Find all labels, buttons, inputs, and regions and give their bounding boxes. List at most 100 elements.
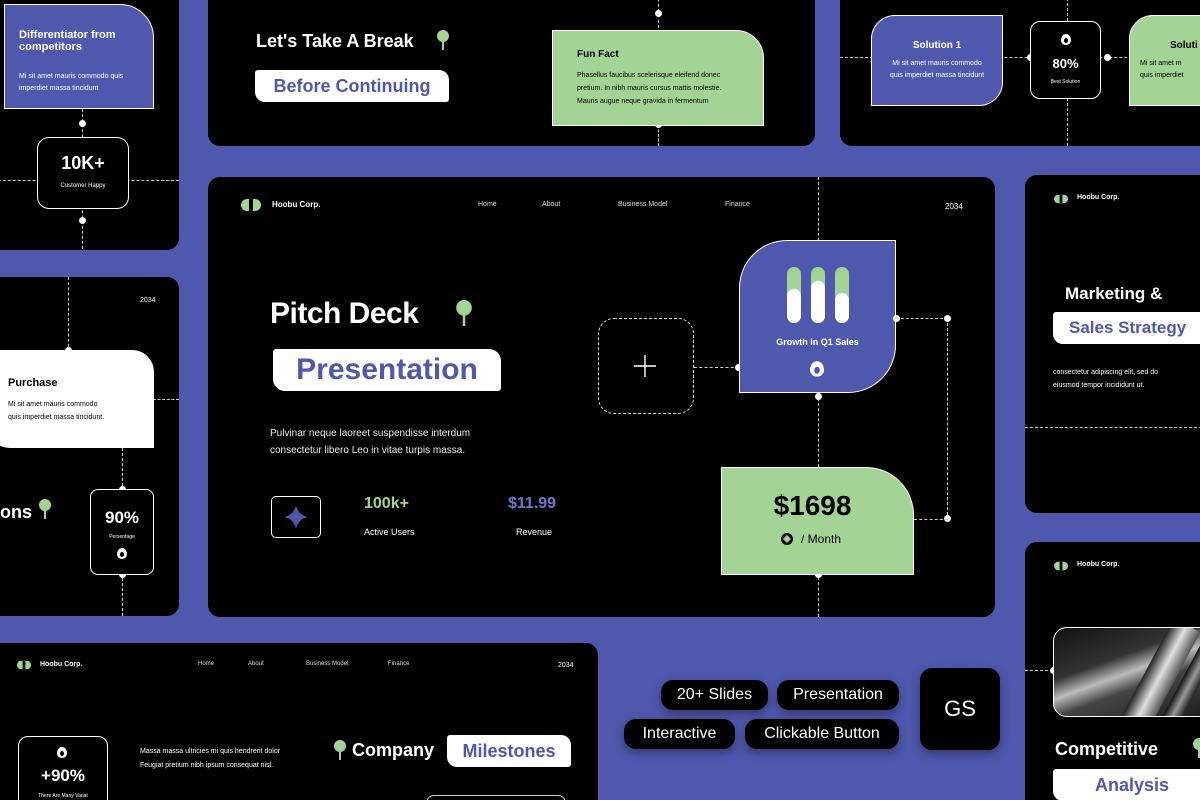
differentiator-card: Differentiator from competitors Mi sit a…	[4, 4, 154, 109]
pin-icon	[334, 740, 346, 760]
nav-finance[interactable]: Finance	[388, 661, 410, 667]
growth-label: Growth in Q1 Sales	[776, 337, 859, 347]
price-card: $1698 / Month	[721, 467, 914, 575]
main-desc-line-2: consectetur libero Leo in vitae turpis m…	[270, 445, 466, 456]
revenue-value: $11.99	[508, 495, 557, 512]
milestones-line-2: Feugiat pretium nibh ipsum consequat nis…	[140, 762, 274, 769]
competitive-highlight: Analysis	[1053, 769, 1200, 800]
purchase-title: Purchase	[8, 377, 58, 389]
marketing-line-1: consectetur adipiscing elit, sed do	[1053, 369, 1159, 376]
slide-milestones: Hoobu Corp. Home About Business Model Fi…	[0, 643, 598, 800]
competitive-title: Competitive	[1055, 739, 1159, 759]
purchase-line-1: Mi sit amet mauris commodo	[8, 401, 98, 408]
customer-happy-label: Customer Happy	[60, 183, 106, 189]
revenue-label: Revenue	[516, 527, 553, 537]
add-placeholder-box[interactable]	[598, 318, 694, 414]
flame-icon	[1061, 32, 1071, 45]
brand-logo-icon	[17, 660, 31, 670]
users-value: 100k+	[364, 495, 409, 512]
brand-logo-icon	[1054, 194, 1068, 204]
title-highlight: Presentation	[273, 349, 501, 391]
purchase-line-2: quis imperdiet massa tincidunt.	[8, 414, 105, 421]
differentiator-title-1: Differentiator from	[19, 29, 116, 41]
users-label: Active Users	[364, 527, 415, 537]
fun-fact-line-3: Mauris augue neque gravida in fermentum	[577, 98, 709, 105]
best-solution-value: 80%	[1052, 56, 1079, 71]
solution-1-line-1: Mi sit amet mauris commodo	[892, 60, 982, 67]
pin-icon	[1193, 738, 1200, 758]
fun-fact-card: Fun Fact Phasellus faucibus scelerisque …	[552, 30, 764, 126]
tag-interactive: Interactive	[624, 719, 735, 749]
partial-title: ons	[0, 502, 33, 522]
solution-2-title: Soluti	[1170, 40, 1198, 51]
marketing-line-2: eiusmod tempor incididunt ut.	[1053, 382, 1145, 389]
milestones-line-1: Massa massa ultricies mi quis hendrerit …	[140, 748, 281, 755]
percentage-stat: 90% Persentage	[90, 489, 154, 575]
tag-clickable-button: Clickable Button	[745, 719, 899, 749]
milestones-year: 2034	[558, 662, 574, 669]
slide-purchase: 2034 Purchase Mi sit amet mauris commodo…	[0, 277, 179, 616]
tag-google-slides: GS	[920, 668, 1000, 750]
slide-differentiator: Differentiator from competitors Mi sit a…	[0, 0, 179, 250]
slide-competitive: Hoobu Corp. Competitive Analysis	[1025, 542, 1200, 800]
milestone-stat-label: There Are Many Variat	[38, 793, 88, 799]
solution-2-line-1: Mi sit amet m	[1140, 60, 1182, 67]
differentiator-text-1: Mi sit amet mauris commodo quis	[19, 73, 124, 80]
price-value: $1698	[773, 490, 852, 521]
solution-1-title: Solution 1	[912, 40, 962, 51]
pin-icon	[456, 300, 472, 326]
milestone-stat-value: +90%	[41, 766, 85, 785]
differentiator-text-2: imperdiet massa tincidunt	[19, 85, 99, 92]
nav-about[interactable]: About	[248, 661, 264, 667]
milestones-brand: Hoobu Corp.	[40, 661, 83, 668]
marketing-highlight: Sales Strategy	[1053, 312, 1200, 344]
slide-year: 2034	[945, 202, 963, 211]
pin-icon	[437, 30, 449, 50]
price-unit: / Month	[801, 532, 842, 546]
nav-business-model[interactable]: Business Model	[306, 661, 349, 667]
plus-icon	[634, 355, 656, 377]
fun-fact-title: Fun Fact	[577, 49, 619, 60]
nav-business-model[interactable]: Business Model	[618, 201, 668, 208]
bars-icon	[787, 267, 851, 327]
page-title: Pitch Deck	[270, 297, 419, 330]
marketing-brand: Hoobu Corp.	[1077, 194, 1120, 201]
tag-slides-count: 20+ Slides	[661, 680, 768, 710]
solution-1-card: Solution 1 Mi sit amet mauris commodo qu…	[871, 15, 1003, 106]
sparkle-icon-box	[271, 496, 321, 538]
flame-icon	[810, 358, 824, 377]
nav-finance[interactable]: Finance	[725, 201, 750, 208]
customer-happy-stat: 10K+ Customer Happy	[37, 137, 129, 209]
competitive-brand: Hoobu Corp.	[1077, 561, 1120, 568]
brand-logo-icon	[241, 199, 261, 211]
percentage-value: 90%	[104, 508, 140, 527]
milestone-stat: +90% There Are Many Variat	[18, 736, 108, 800]
marketing-title: Marketing &	[1065, 284, 1163, 303]
best-solution-label: Best Solution	[1050, 79, 1081, 85]
purchase-year: 2034	[140, 297, 156, 304]
nav-about[interactable]: About	[542, 201, 561, 208]
solution-2-card: Soluti Mi sit amet m quis imperdiet	[1129, 15, 1200, 106]
brand-logo-icon	[1054, 561, 1068, 571]
nav-home[interactable]: Home	[198, 661, 215, 667]
differentiator-title-2: competitors	[19, 41, 82, 53]
break-highlight: Before Continuing	[255, 70, 449, 102]
slide-solutions: Solution 1 Mi sit amet mauris commodo qu…	[840, 0, 1200, 146]
competitive-image	[1053, 627, 1200, 717]
tag-presentation: Presentation	[777, 680, 899, 710]
flame-icon	[117, 546, 127, 559]
nav-home[interactable]: Home	[478, 201, 497, 208]
milestones-title: Company	[352, 740, 435, 760]
break-title: Let's Take A Break	[256, 31, 414, 51]
solution-1-line-2: quis imperdiet massa tincidunt	[889, 72, 985, 79]
percentage-label: Persentage	[109, 534, 135, 540]
fun-fact-line-2: pretium. In nibh mauris cursus mattis mo…	[577, 85, 722, 92]
best-solution-stat: 80% Best Solution	[1030, 21, 1101, 99]
milestones-highlight: Milestones	[447, 735, 571, 767]
slide-marketing: Hoobu Corp. Marketing & Sales Strategy c…	[1025, 175, 1200, 513]
brand-name: Hoobu Corp.	[272, 200, 321, 209]
main-desc-line-1: Pulvinar neque laoreet suspendisse inter…	[270, 428, 471, 439]
flame-icon	[57, 745, 67, 758]
growth-card: Growth in Q1 Sales	[739, 240, 896, 393]
pin-icon	[39, 499, 51, 519]
